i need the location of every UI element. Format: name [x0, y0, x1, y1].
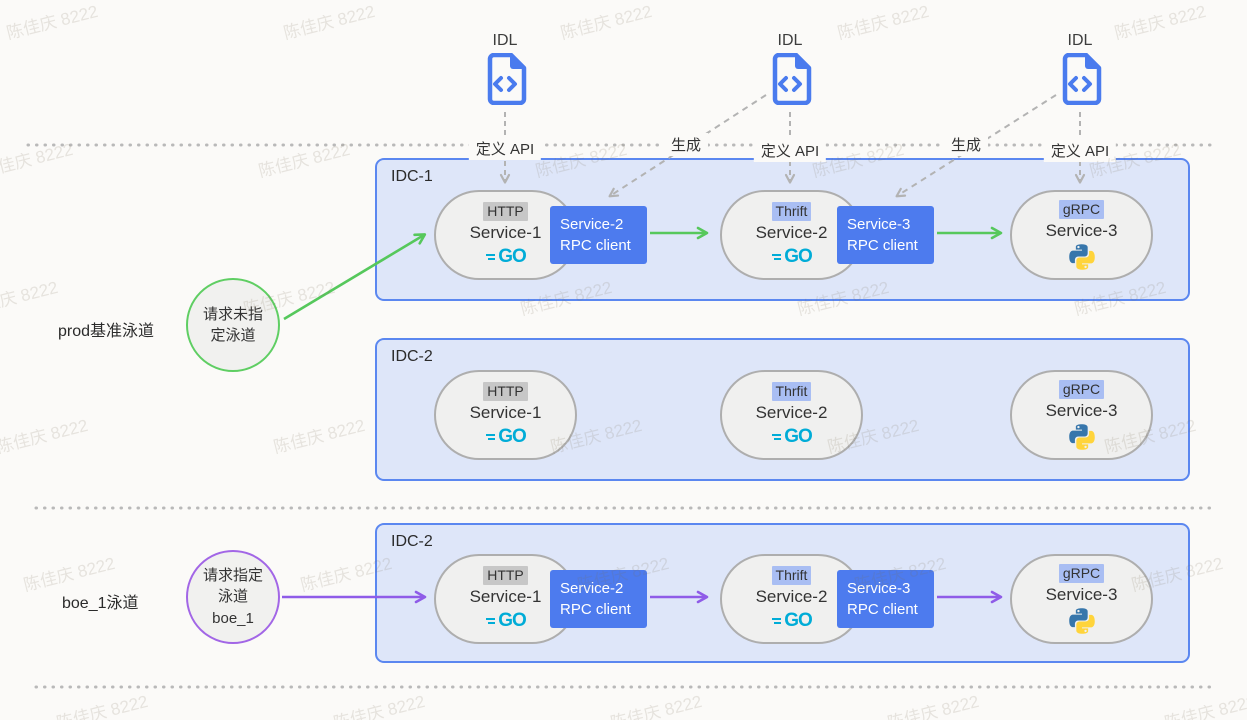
- define-api-label-1: 定义 API: [468, 137, 542, 160]
- idl-file-1: IDL: [475, 32, 535, 110]
- python-logo: [1068, 423, 1095, 450]
- idl-file-icon: [487, 52, 527, 106]
- service-node-prod-idc2-service1: HTTP Service-1 GO: [434, 370, 577, 460]
- idl-file-icon: [772, 52, 812, 106]
- service-node-prod-idc2-service3: gRPC Service-3: [1010, 370, 1153, 460]
- protocol-tag: Thrift: [771, 565, 812, 585]
- idl-title: IDL: [492, 32, 518, 49]
- request-circle-line: 请求未指: [202, 305, 263, 323]
- python-icon: [1068, 607, 1095, 634]
- service-name: Service-3: [1045, 401, 1118, 420]
- rpc-client-line2: RPC client: [560, 601, 631, 618]
- go-logo: GO: [771, 425, 813, 449]
- service-name: Service-3: [1045, 585, 1118, 604]
- idl-file-2: IDL: [760, 32, 820, 110]
- service-node-boe-idc2-service3: gRPC Service-3: [1010, 554, 1153, 644]
- go-logo: GO: [771, 609, 813, 633]
- service-node-prod-idc2-service2: Thrfit Service-2 GO: [720, 370, 863, 460]
- rpc-client-line2: RPC client: [847, 601, 918, 618]
- python-icon: [1068, 243, 1095, 270]
- rpc-client-box-service2: Service-2 RPC client: [550, 570, 647, 628]
- service-node-boe-idc2-service2: Thrift Service-2 GO: [720, 554, 863, 644]
- rpc-client-line1: Service-2: [560, 216, 624, 233]
- rpc-client-line1: Service-3: [847, 580, 911, 597]
- go-logo: GO: [485, 609, 527, 633]
- request-circle-line: 请求指定: [202, 567, 263, 585]
- protocol-tag: HTTP: [483, 201, 528, 221]
- request-circle-prod: 请求未指 定泳道: [186, 278, 280, 372]
- python-logo: [1068, 243, 1095, 270]
- service-name: Service-1: [469, 402, 542, 422]
- idl-file-icon: [1062, 52, 1102, 106]
- go-speed-lines: [772, 617, 782, 624]
- rpc-client-line2: RPC client: [560, 237, 631, 254]
- generate-label-1: 生成: [663, 133, 709, 156]
- go-speed-lines: [772, 253, 782, 260]
- protocol-tag: Thrift: [771, 201, 812, 221]
- go-speed-lines: [486, 617, 496, 624]
- idc-label: IDC-1: [391, 168, 433, 185]
- idc-label: IDC-2: [391, 348, 433, 365]
- idc-label: IDC-2: [391, 533, 433, 550]
- go-logo: GO: [771, 245, 813, 269]
- protocol-tag: HTTP: [483, 565, 528, 585]
- protocol-tag: gRPC: [1058, 200, 1105, 219]
- lane-label-boe: boe_1泳道: [62, 595, 139, 612]
- python-logo: [1068, 607, 1095, 634]
- go-speed-lines: [772, 433, 782, 440]
- request-circle-boe: 请求指定 泳道 boe_1: [186, 550, 280, 644]
- service-name: Service-1: [469, 586, 542, 606]
- define-api-label-2: 定义 API: [753, 139, 827, 162]
- python-icon: [1068, 423, 1095, 450]
- generate-label-2: 生成: [943, 133, 989, 156]
- service-node-boe-idc2-service1: HTTP Service-1 GO: [434, 554, 577, 644]
- go-speed-lines: [486, 433, 496, 440]
- idl-title: IDL: [777, 32, 803, 49]
- idl-file-3: IDL: [1050, 32, 1110, 110]
- go-logo: GO: [485, 425, 527, 449]
- rpc-client-line1: Service-2: [560, 580, 624, 597]
- protocol-tag: gRPC: [1058, 380, 1105, 399]
- define-api-label-3: 定义 API: [1043, 139, 1117, 162]
- rpc-client-box-service2: Service-2 RPC client: [550, 206, 647, 264]
- request-circle-line: 定泳道: [210, 327, 256, 344]
- request-circle-line: boe_1: [212, 609, 254, 627]
- rpc-client-box-service3: Service-3 RPC client: [837, 570, 934, 628]
- request-circle-line: 泳道: [217, 588, 248, 606]
- service-name: Service-2: [755, 222, 828, 242]
- idc-box-prod-idc2: IDC-2 HTTP Service-1 GO Thrfit Service-2…: [375, 338, 1190, 481]
- service-name: Service-2: [755, 586, 828, 606]
- protocol-tag: Thrfit: [771, 381, 812, 401]
- rpc-client-box-service3: Service-3 RPC client: [837, 206, 934, 264]
- service-name: Service-1: [469, 222, 542, 242]
- go-logo: GO: [485, 245, 527, 269]
- protocol-tag: HTTP: [483, 381, 528, 401]
- go-speed-lines: [486, 253, 496, 260]
- idl-title: IDL: [1067, 32, 1093, 49]
- service-node-prod-idc1-service3: gRPC Service-3: [1010, 190, 1153, 280]
- protocol-tag: gRPC: [1058, 564, 1105, 583]
- idc-box-boe-idc2: IDC-2 HTTP Service-1 GO Service-2 RPC cl…: [375, 523, 1190, 663]
- rpc-client-line1: Service-3: [847, 216, 911, 233]
- rpc-client-line2: RPC client: [847, 237, 918, 254]
- service-name: Service-3: [1045, 221, 1118, 240]
- service-name: Service-2: [755, 402, 828, 422]
- lane-label-prod: prod基准泳道: [58, 323, 155, 340]
